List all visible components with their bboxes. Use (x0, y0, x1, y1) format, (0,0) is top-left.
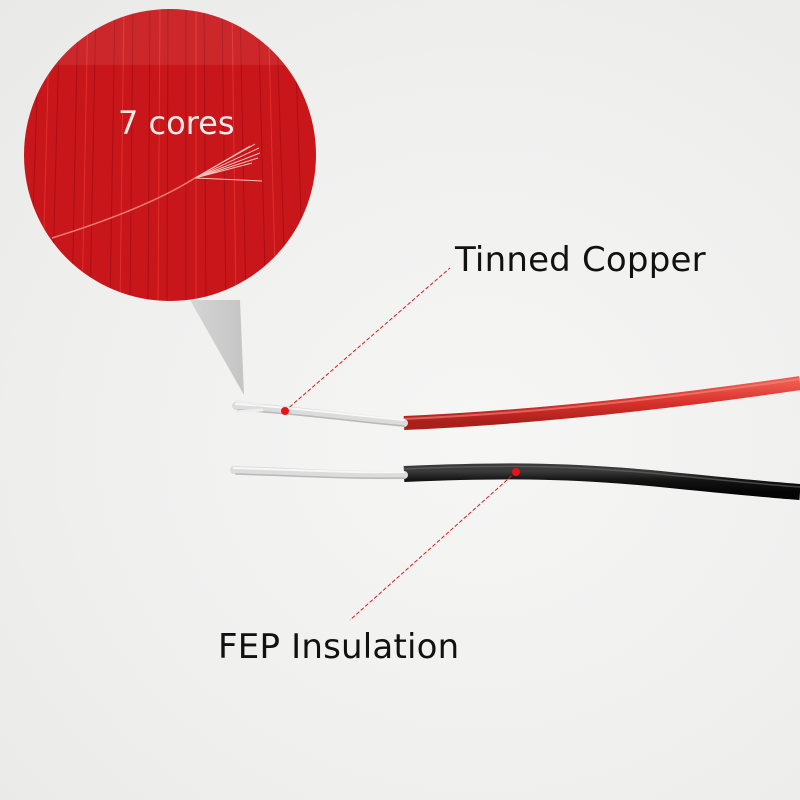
leader-line-tinned (281, 267, 451, 415)
black-wire (230, 463, 800, 500)
fep-insulation-label: FEP Insulation (218, 627, 460, 667)
leader-line-fep (349, 468, 520, 621)
red-wire-tinned-strands (232, 399, 408, 427)
magnifier-pointer (190, 300, 244, 395)
cores-label: 7 cores (118, 104, 235, 142)
red-wire (232, 376, 800, 430)
magnifier-circle (24, 9, 316, 301)
tinned-copper-label: Tinned Copper (455, 240, 706, 280)
black-wire-tinned-strands (230, 466, 408, 480)
